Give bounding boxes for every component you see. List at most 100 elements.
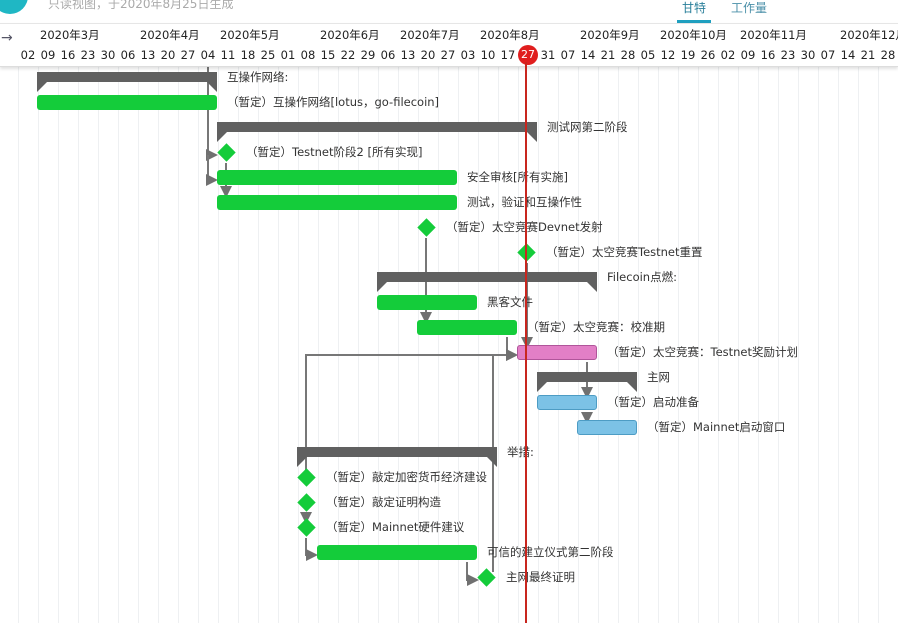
week-label: 08 [300, 48, 316, 62]
arrow-right-icon[interactable]: → [1, 30, 13, 46]
month-label: 2020年3月 [40, 28, 100, 42]
grid-line [118, 66, 119, 623]
week-label: 21 [600, 48, 616, 62]
task-label: 测试，验证和互操作性 [467, 194, 582, 210]
week-label: 13 [400, 48, 416, 62]
today-marker: 27 [518, 45, 538, 65]
task-label: （暂定）Mainnet硬件建议 [326, 520, 465, 534]
task-label: （暂定）Mainnet启动窗口 [647, 420, 786, 434]
grid-line [578, 66, 579, 623]
grid-line [738, 66, 739, 623]
summary-bar[interactable] [537, 372, 637, 392]
week-label: 17 [500, 48, 516, 62]
week-label: 06 [120, 48, 136, 62]
week-label: 15 [320, 48, 336, 62]
grid-line [238, 66, 239, 623]
grid-line [138, 66, 139, 623]
month-label: 2020年12月 [840, 28, 898, 42]
grid-line [778, 66, 779, 623]
month-label: 2020年10月 [660, 28, 727, 42]
task-label: （暂定）Testnet阶段2 [所有实现] [246, 145, 423, 159]
task-label: 黑客文件 [487, 295, 533, 309]
task-label: （暂定）太空竞赛：校准期 [527, 320, 665, 334]
app-logo [0, 0, 28, 14]
week-label: 02 [720, 48, 736, 62]
grid-line [398, 66, 399, 623]
tab-workload[interactable]: 工作量 [731, 1, 768, 15]
week-label: 26 [700, 48, 716, 62]
grid-line [618, 66, 619, 623]
grid-line [598, 66, 599, 623]
week-label: 06 [380, 48, 396, 62]
grid-line [438, 66, 439, 623]
month-label: 2020年6月 [320, 28, 380, 42]
task-label: （暂定）太空竞赛Testnet重置 [546, 245, 703, 259]
summary-bar[interactable] [37, 72, 217, 92]
grid-line [158, 66, 159, 623]
task-label: 安全审核[所有实施] [467, 170, 568, 184]
grid-line [38, 66, 39, 623]
week-label: 03 [460, 48, 476, 62]
week-label: 16 [60, 48, 76, 62]
task-label: 主网最终证明 [506, 570, 575, 584]
week-label: 25 [260, 48, 276, 62]
task-bar[interactable] [577, 420, 637, 435]
task-bar[interactable] [317, 545, 477, 560]
week-label: 01 [280, 48, 296, 62]
week-label: 09 [40, 48, 56, 62]
grid-line [758, 66, 759, 623]
grid-line [218, 66, 219, 623]
week-label: 20 [420, 48, 436, 62]
task-bar[interactable] [417, 320, 517, 335]
grid-line [718, 66, 719, 623]
grid-line [518, 66, 519, 623]
summary-bar[interactable] [217, 122, 537, 142]
today-line [525, 62, 527, 623]
week-label: 11 [220, 48, 236, 62]
gantt-chart: 互操作网络:（暂定）互操作网络[lotus，go-filecoin]测试网第二阶… [0, 62, 898, 623]
week-label: 19 [680, 48, 696, 62]
week-label: 20 [160, 48, 176, 62]
week-label: 07 [820, 48, 836, 62]
grid-line [298, 66, 299, 623]
week-label: 28 [620, 48, 636, 62]
week-label: 09 [740, 48, 756, 62]
task-label: 互操作网络: [227, 70, 289, 84]
grid-line [378, 66, 379, 623]
task-bar[interactable] [377, 295, 477, 310]
week-label: 30 [100, 48, 116, 62]
week-label: 16 [760, 48, 776, 62]
task-bar[interactable] [517, 345, 597, 360]
grid-line [558, 66, 559, 623]
week-label: 31 [540, 48, 556, 62]
grid-line [678, 66, 679, 623]
task-label: Filecoin点燃: [607, 270, 677, 284]
grid-line [858, 66, 859, 623]
task-bar[interactable] [217, 195, 457, 210]
task-bar[interactable] [537, 395, 597, 410]
week-label: 22 [340, 48, 356, 62]
week-label: 13 [140, 48, 156, 62]
week-label: 30 [800, 48, 816, 62]
task-bar[interactable] [217, 170, 457, 185]
week-label: 21 [860, 48, 876, 62]
week-label: 10 [480, 48, 496, 62]
grid-line [98, 66, 99, 623]
grid-line [278, 66, 279, 623]
summary-bar[interactable] [297, 447, 497, 467]
task-label: （暂定）太空竞赛Devnet发射 [446, 219, 603, 235]
summary-bar[interactable] [377, 272, 597, 292]
month-label: 2020年8月 [480, 28, 540, 42]
grid-line [418, 66, 419, 623]
grid-line [338, 66, 339, 623]
grid-line [258, 66, 259, 623]
task-label: （暂定）启动准备 [607, 395, 699, 409]
task-bar[interactable] [37, 95, 217, 110]
week-label: 29 [360, 48, 376, 62]
grid-line [838, 66, 839, 623]
week-label: 12 [660, 48, 676, 62]
grid-line [58, 66, 59, 623]
week-label: 28 [880, 48, 896, 62]
tab-gantt[interactable]: 甘特 [682, 1, 707, 15]
